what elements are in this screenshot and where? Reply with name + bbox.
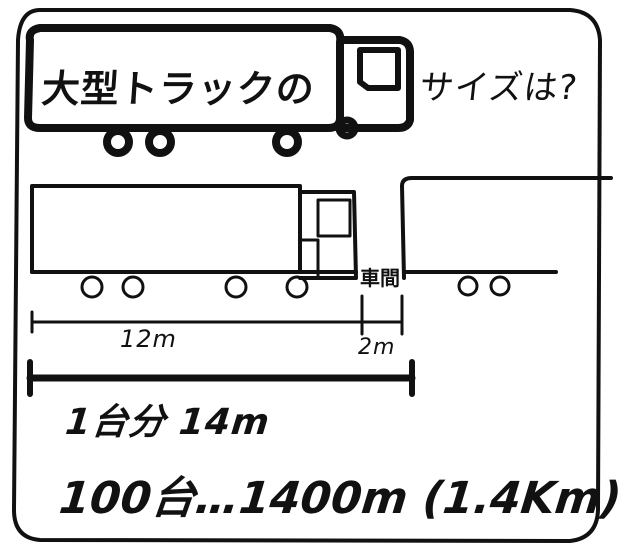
truck1-wheel-4 xyxy=(285,275,309,299)
truck-cab xyxy=(340,36,414,132)
hand-drawn-illustration xyxy=(12,8,613,543)
truck-wheel-1 xyxy=(103,127,133,157)
truck2-wheel-2 xyxy=(489,275,511,297)
gap-length-label: 2m xyxy=(358,335,396,360)
truck-cab-window xyxy=(357,47,401,91)
truck2-front-edge xyxy=(400,184,406,280)
truck-wheel-2 xyxy=(145,127,175,157)
truck1-cab-window xyxy=(316,198,352,238)
frame-border xyxy=(12,8,602,543)
truck1-trailer xyxy=(30,184,302,274)
title-main: 大型トラックの xyxy=(40,67,317,111)
truck1-bumper xyxy=(298,238,320,280)
truck-cargo-box xyxy=(24,24,345,132)
truck1-wheel-1 xyxy=(80,275,104,299)
truck1-cab xyxy=(298,190,358,280)
hundred-trucks-label: 100台…1400m (1.4Km) xyxy=(56,473,624,524)
truck-length-label: 12m xyxy=(120,325,177,353)
truck2-trailer xyxy=(400,176,613,188)
truck1-wheel-3 xyxy=(224,275,248,299)
truck-wheel-4 xyxy=(335,116,359,140)
gap-label: 車間 xyxy=(360,266,400,290)
per-truck-label: 1台分 14m xyxy=(63,402,272,443)
illustration-page: 大型トラックの サイズは? 12m 車間 2m 1台分 14m 100台…140… xyxy=(12,8,624,543)
truck-wheel-3 xyxy=(272,127,302,157)
truck1-wheel-2 xyxy=(121,275,145,299)
title-question: サイズは? xyxy=(417,68,580,108)
truck2-wheel-1 xyxy=(457,275,479,297)
